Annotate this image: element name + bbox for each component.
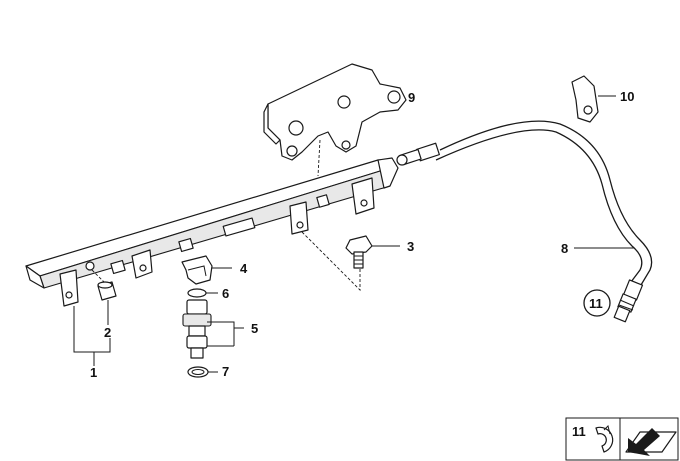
bracket-part-9 bbox=[263, 63, 407, 161]
fuel-line-part-8 bbox=[396, 120, 653, 323]
leader-2-dashed bbox=[91, 269, 105, 283]
leader-9-dashed bbox=[317, 139, 321, 177]
o-ring-part-7 bbox=[187, 366, 209, 378]
leader-5-upper bbox=[207, 321, 235, 346]
leader-3-dashed bbox=[301, 231, 361, 292]
injector-part-5 bbox=[182, 299, 212, 359]
callout-9: 9 bbox=[408, 90, 415, 105]
fuel-rail-part-1 bbox=[25, 157, 399, 307]
callout-7: 7 bbox=[222, 364, 229, 379]
callout-6: 6 bbox=[222, 286, 229, 301]
clip-part-4 bbox=[181, 255, 213, 285]
small-bracket-part-10 bbox=[571, 75, 599, 123]
clip-icon bbox=[595, 426, 614, 453]
callout-1: 1 bbox=[90, 365, 97, 380]
callout-8: 8 bbox=[561, 241, 568, 256]
callout-2: 2 bbox=[104, 325, 111, 340]
callout-3: 3 bbox=[407, 239, 414, 254]
callout-10: 10 bbox=[620, 89, 634, 104]
cap-part-2 bbox=[97, 281, 117, 301]
callout-4: 4 bbox=[240, 261, 248, 276]
bolt-part-3 bbox=[345, 235, 373, 269]
legend-callout-11: 11 bbox=[572, 424, 586, 439]
arrow-icon bbox=[625, 428, 677, 456]
callout-11: 11 bbox=[589, 296, 603, 311]
leader-1-bracket bbox=[73, 306, 111, 353]
legend-box bbox=[565, 417, 679, 461]
o-ring-part-6 bbox=[187, 288, 207, 298]
callout-11-circle bbox=[583, 289, 611, 317]
callout-5: 5 bbox=[251, 321, 258, 336]
